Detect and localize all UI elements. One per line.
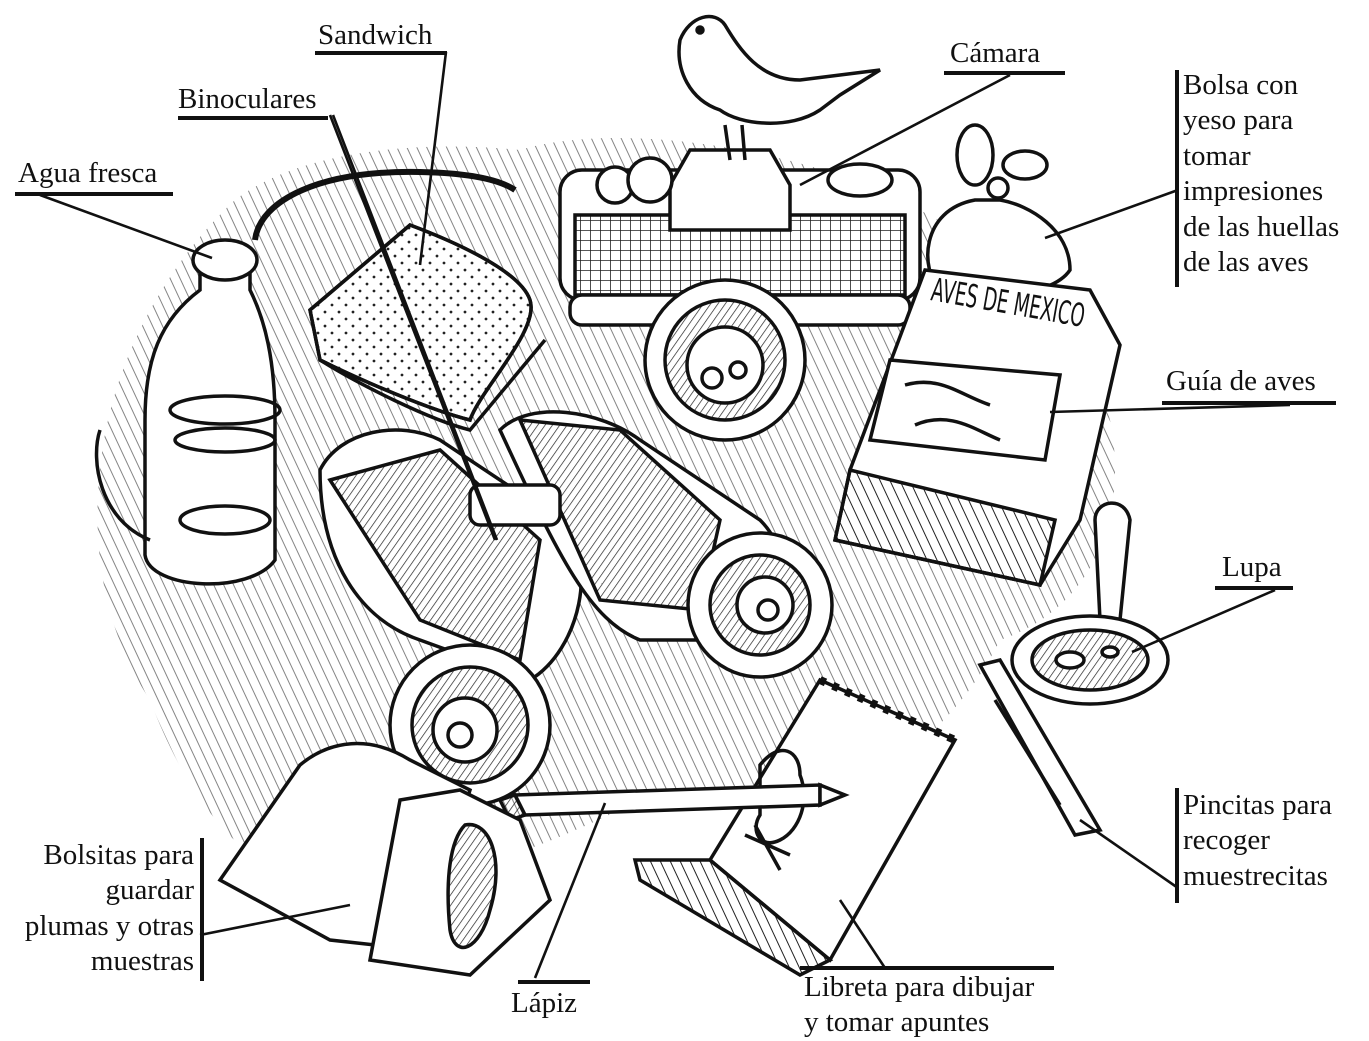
underline-binoculares bbox=[178, 116, 328, 120]
label-bolsa-yeso-line: yeso para bbox=[1183, 104, 1294, 137]
label-bolsitas-line: Bolsitas para bbox=[43, 839, 194, 871]
leader-lines bbox=[39, 51, 1291, 979]
plaster-bag bbox=[926, 123, 1072, 298]
underline-libreta bbox=[800, 966, 1054, 970]
label-bolsa-yeso-line: Bolsa con bbox=[1183, 69, 1299, 101]
label-bolsa-yeso: Bolsa con yeso para tomar impresiones de… bbox=[1183, 68, 1339, 280]
label-pincitas: Pincitas para recoger muestrecitas bbox=[1183, 788, 1332, 894]
underline-lupa bbox=[1215, 586, 1293, 590]
underline-agua-fresca bbox=[15, 192, 173, 196]
label-bolsa-yeso-line: impresiones bbox=[1183, 175, 1324, 208]
label-agua-fresca: Agua fresca bbox=[18, 157, 158, 189]
label-guia-aves: Guía de aves bbox=[1166, 365, 1316, 397]
label-pincitas-line: muestrecitas bbox=[1183, 859, 1328, 892]
label-bolsitas-line: guardar bbox=[105, 874, 194, 907]
tweezers bbox=[977, 657, 1103, 837]
label-libreta-line: Libreta para dibujar bbox=[804, 971, 1035, 1003]
notebook bbox=[632, 676, 958, 977]
label-pincitas-line: Pincitas para bbox=[1183, 789, 1332, 821]
bird-on-camera bbox=[677, 14, 881, 161]
label-bolsitas-line: plumas y otras bbox=[24, 909, 194, 942]
underline-guia-aves bbox=[1162, 401, 1336, 405]
label-pincitas-line: recoger bbox=[1183, 824, 1270, 857]
binoculars bbox=[318, 410, 834, 807]
label-sandwich: Sandwich bbox=[318, 19, 433, 51]
bird-guide-book bbox=[832, 268, 1122, 588]
underline-camara bbox=[944, 71, 1065, 75]
bracket-pincitas bbox=[1175, 788, 1179, 903]
label-bolsa-yeso-line: de las aves bbox=[1183, 245, 1309, 278]
sandwich bbox=[308, 222, 547, 432]
underline-lapiz bbox=[518, 980, 590, 984]
specimen-bags bbox=[217, 741, 553, 977]
label-binoculares: Binoculares bbox=[178, 83, 317, 115]
label-lupa: Lupa bbox=[1222, 551, 1282, 583]
label-bolsitas: Bolsitas para guardar plumas y otras mue… bbox=[25, 838, 194, 980]
label-bolsa-yeso-line: de las huellas bbox=[1183, 210, 1340, 243]
label-bolsitas-line: muestras bbox=[90, 945, 194, 978]
label-libreta-line: y tomar apuntes bbox=[804, 1006, 990, 1039]
camera bbox=[558, 148, 922, 442]
underline-sandwich bbox=[315, 51, 447, 55]
water-bottle bbox=[94, 168, 517, 586]
magnifying-glass bbox=[1010, 501, 1170, 706]
label-lapiz: Lápiz bbox=[511, 987, 578, 1019]
bracket-bolsitas bbox=[200, 838, 204, 981]
label-libreta: Libreta para dibujar y tomar apuntes bbox=[804, 970, 1034, 1041]
pencil bbox=[497, 782, 850, 823]
label-camara: Cámara bbox=[950, 37, 1041, 69]
bracket-bolsa-yeso bbox=[1175, 70, 1179, 287]
label-bolsa-yeso-line: tomar bbox=[1183, 139, 1251, 172]
